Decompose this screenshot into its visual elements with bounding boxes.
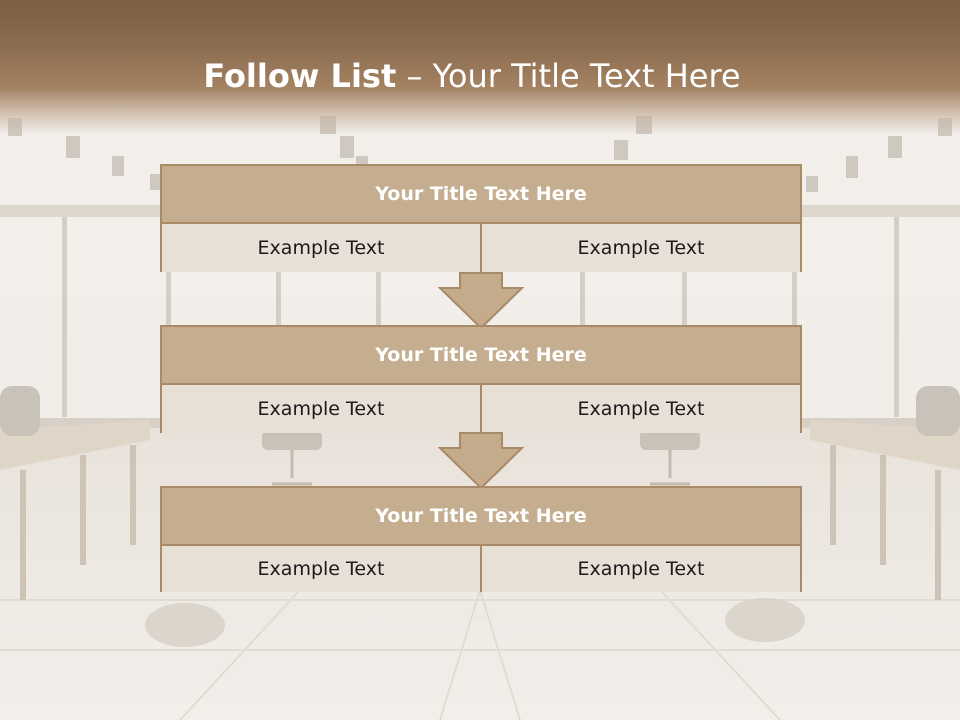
step-title: Your Title Text Here: [162, 327, 800, 383]
step-cell-left: Example Text: [162, 385, 480, 433]
step-box-2: Your Title Text Here Example Text Exampl…: [160, 325, 802, 433]
step-row: Example Text Example Text: [162, 383, 800, 433]
step-cell-left: Example Text: [162, 224, 480, 272]
down-arrow-icon: [438, 432, 524, 490]
step-cell-right: Example Text: [480, 224, 800, 272]
step-cell-left: Example Text: [162, 546, 480, 592]
step-title: Your Title Text Here: [162, 166, 800, 222]
title-bold-part: Follow List: [203, 57, 397, 95]
slide-title: Follow List – Your Title Text Here: [0, 54, 944, 98]
step-cell-right: Example Text: [480, 546, 800, 592]
step-box-1: Your Title Text Here Example Text Exampl…: [160, 164, 802, 272]
down-arrow-icon: [438, 272, 524, 330]
step-cell-right: Example Text: [480, 385, 800, 433]
step-row: Example Text Example Text: [162, 544, 800, 592]
step-box-3: Your Title Text Here Example Text Exampl…: [160, 486, 802, 592]
step-row: Example Text Example Text: [162, 222, 800, 272]
title-band: [0, 0, 960, 135]
step-title: Your Title Text Here: [162, 488, 800, 544]
title-rest-part: – Your Title Text Here: [396, 57, 741, 95]
